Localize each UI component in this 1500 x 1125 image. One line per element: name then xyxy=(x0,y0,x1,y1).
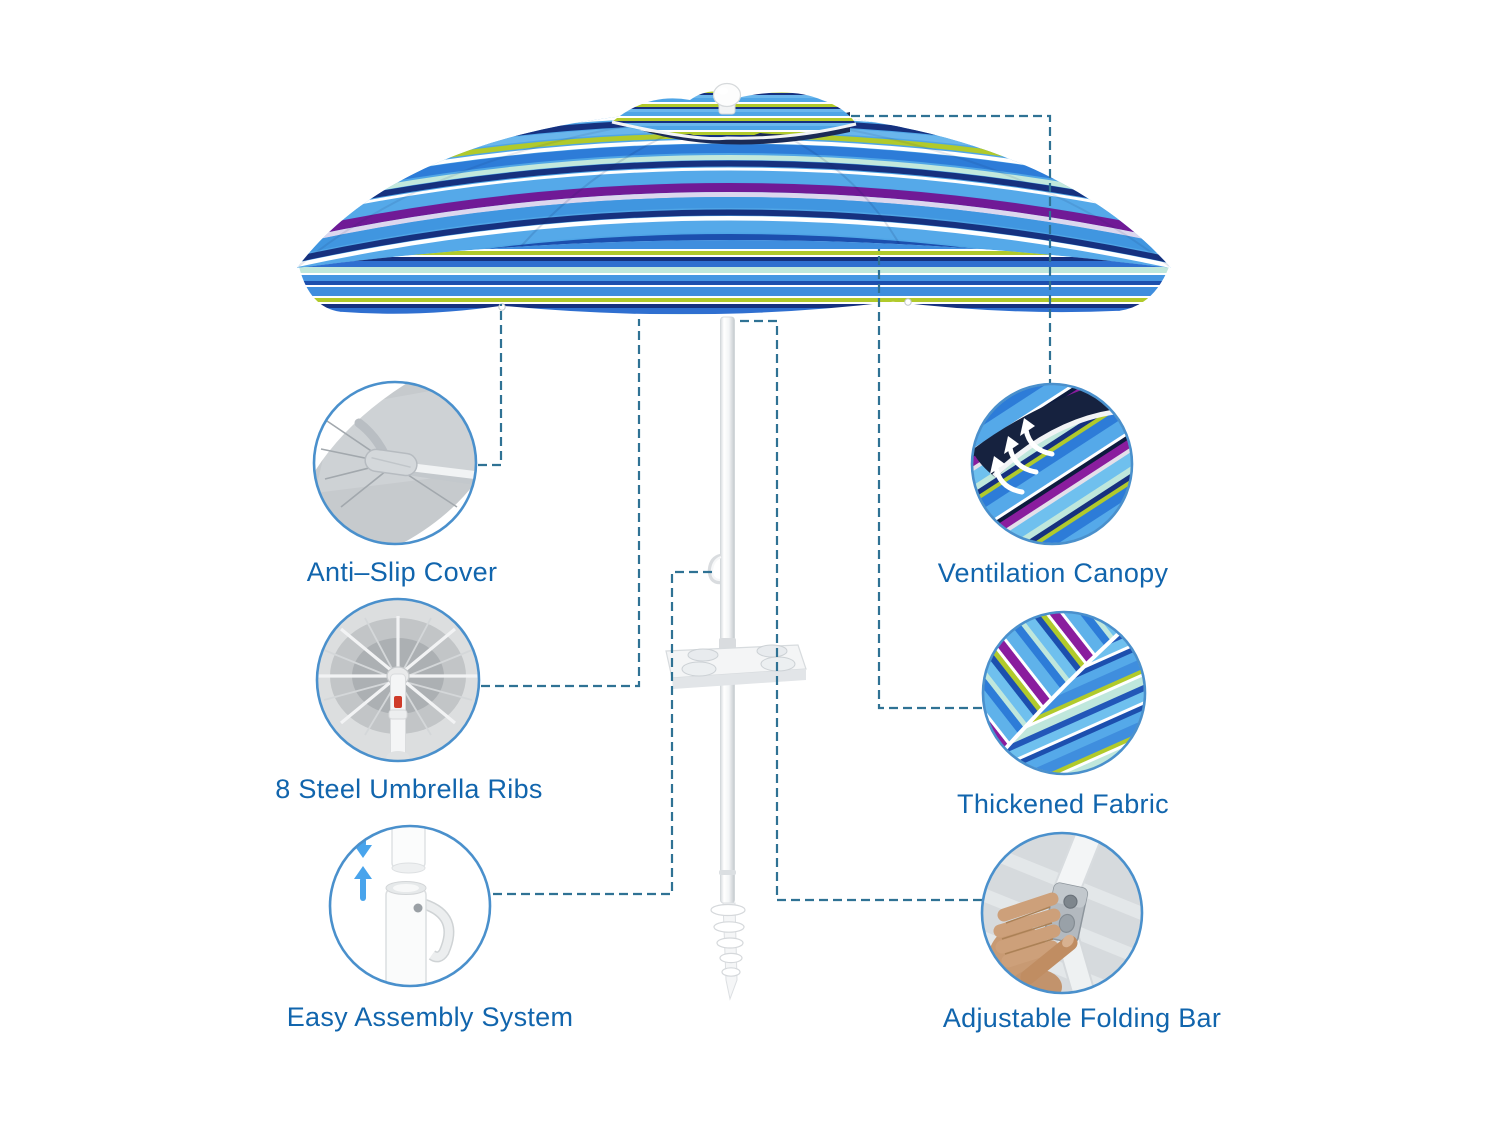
anti-slip-cover-label: Anti–Slip Cover xyxy=(306,557,498,587)
canopy-vent-flap xyxy=(611,91,857,145)
easy-assembly-system-label: Easy Assembly System xyxy=(286,1002,574,1032)
cup-holder-tray xyxy=(665,638,807,689)
adjustable-folding-bar-label: Adjustable Folding Bar xyxy=(942,1003,1222,1033)
pole-hanging-hook xyxy=(707,553,722,585)
vent-airflow-photo xyxy=(973,385,1131,543)
anti-slip-cover-photo xyxy=(315,383,475,543)
tilt-mechanism-photo xyxy=(983,834,1141,992)
umbrella-finial xyxy=(712,82,742,115)
ventilation-canopy-label: Ventilation Canopy xyxy=(937,558,1169,588)
fabric-closeup-photo xyxy=(984,613,1144,773)
connector-ventilation xyxy=(851,114,1052,383)
thickened-fabric-label: Thickened Fabric xyxy=(957,789,1169,819)
pole-assembly-photo xyxy=(331,827,489,985)
fabric-circle-ring xyxy=(981,610,1147,776)
umbrella-pole xyxy=(719,316,736,904)
umbrella-canopy xyxy=(294,82,1174,319)
ribs-underside-photo xyxy=(318,600,478,760)
ribs-circle-ring xyxy=(315,597,481,763)
ventilation-circle-ring xyxy=(970,382,1134,546)
canopy-valance xyxy=(294,240,1174,319)
connector-steel-ribs xyxy=(481,319,641,688)
connector-anti-slip xyxy=(478,304,503,467)
connector-easy-assembly xyxy=(493,570,713,896)
connector-thickened-fabric xyxy=(877,249,982,710)
folding-bar-circle-ring xyxy=(980,831,1144,995)
steel-umbrella-ribs-label: 8 Steel Umbrella Ribs xyxy=(275,774,543,804)
connector-folding-bar xyxy=(738,319,982,902)
anti-slip-circle-ring xyxy=(312,380,478,546)
sand-anchor-screw xyxy=(710,902,746,1001)
assembly-circle-ring xyxy=(328,824,492,988)
